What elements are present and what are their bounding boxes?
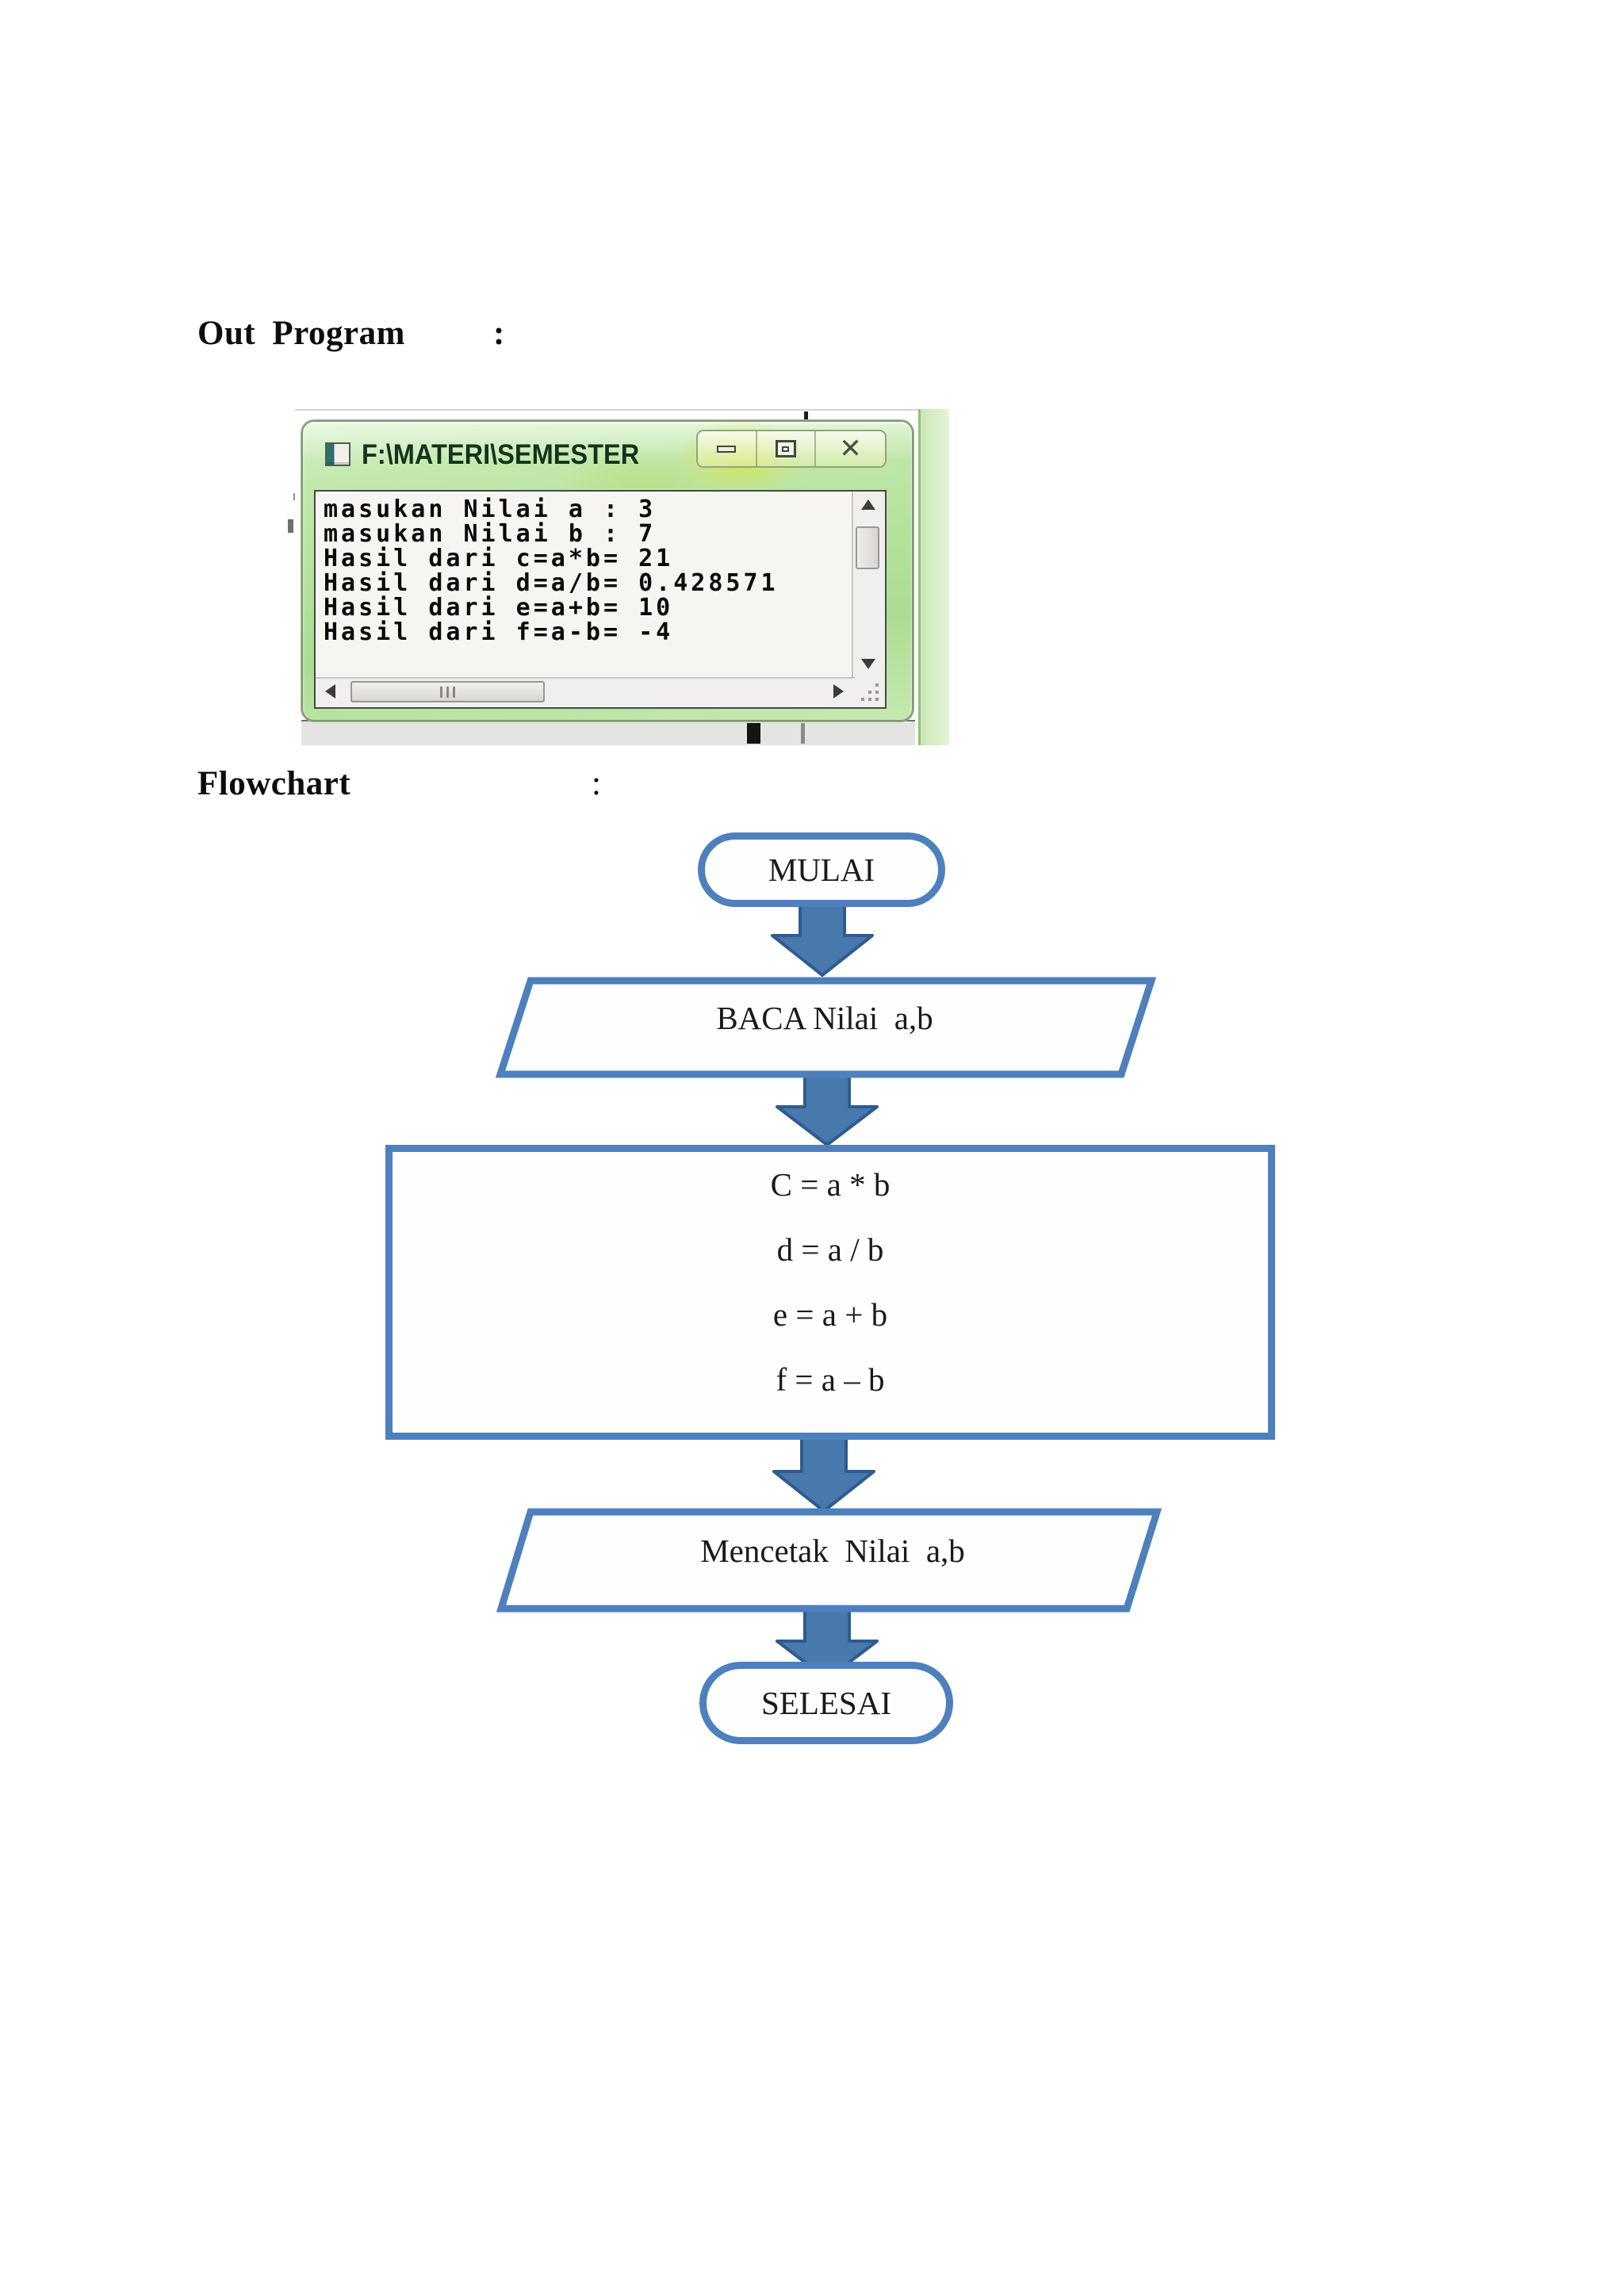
- down-arrow-icon: [861, 659, 875, 669]
- console-screenshot: F:\MATERI\SEMESTER ✕ masukan Nilai a : 3: [295, 409, 949, 745]
- horizontal-scrollbar[interactable]: [316, 677, 855, 707]
- right-arrow-icon: [833, 684, 844, 698]
- process-line: e = a + b: [772, 1296, 888, 1333]
- title-bar: F:\MATERI\SEMESTER ✕: [303, 422, 912, 488]
- flowchart-end-terminator: SELESAI: [699, 1662, 953, 1744]
- maximize-icon: [775, 440, 796, 457]
- flowchart-start-terminator: MULAI: [698, 832, 945, 907]
- console-output: masukan Nilai a : 3 masukan Nilai b : 7 …: [324, 497, 779, 645]
- artifact-mark: [801, 723, 805, 744]
- output-label: Mencetak Nilai a,b: [700, 1533, 965, 1569]
- console-output-area: masukan Nilai a : 3 masukan Nilai b : 7 …: [314, 490, 887, 709]
- up-arrow-icon: [861, 499, 875, 510]
- console-line: Hasil dari e=a+b= 10: [324, 594, 674, 622]
- artifact-mark: [288, 519, 293, 533]
- console-line: Hasil dari f=a-b= -4: [324, 618, 674, 646]
- console-line: Hasil dari d=a/b= 0.428571: [324, 569, 779, 597]
- maximize-button[interactable]: [757, 431, 816, 466]
- scroll-right-button[interactable]: [823, 680, 855, 704]
- screenshot-edge-strip: [918, 409, 949, 745]
- down-block-arrow: [771, 904, 874, 977]
- out-program-colon: :: [493, 315, 505, 352]
- start-label: MULAI: [768, 851, 875, 888]
- scroll-down-button[interactable]: [853, 652, 883, 679]
- console-line: masukan Nilai a : 3: [324, 496, 657, 523]
- close-icon: ✕: [839, 433, 862, 465]
- console-line: masukan Nilai b : 7: [324, 520, 657, 548]
- scroll-left-button[interactable]: [317, 680, 344, 704]
- artifact-mark: [747, 723, 760, 744]
- window-icon: [325, 442, 350, 466]
- artifact-line: [295, 409, 947, 411]
- out-program-heading: Out Program: [197, 315, 405, 352]
- console-window: F:\MATERI\SEMESTER ✕ masukan Nilai a : 3: [301, 420, 914, 721]
- window-controls: ✕: [696, 430, 887, 468]
- resize-grip-icon: [875, 698, 879, 701]
- process-line: f = a – b: [776, 1361, 885, 1398]
- io-parallelogram-mencetak: [496, 1508, 1162, 1613]
- close-button[interactable]: ✕: [816, 431, 885, 466]
- input-label: BACA Nilai a,b: [716, 1000, 933, 1036]
- process-line: C = a * b: [770, 1166, 891, 1203]
- down-block-arrow: [772, 1433, 875, 1513]
- flowchart-colon: :: [592, 765, 601, 802]
- flowchart-heading: Flowchart: [197, 765, 351, 802]
- vertical-scroll-thumb[interactable]: [856, 526, 879, 569]
- end-label: SELESAI: [761, 1685, 891, 1721]
- vertical-scrollbar[interactable]: [852, 492, 885, 679]
- resize-corner[interactable]: [855, 679, 885, 707]
- horizontal-scroll-thumb[interactable]: [350, 681, 545, 702]
- minimize-icon: [717, 445, 737, 453]
- left-arrow-icon: [325, 684, 335, 698]
- io-parallelogram-baca: [495, 977, 1157, 1078]
- scroll-up-button[interactable]: [853, 492, 883, 519]
- console-line: Hasil dari c=a*b= 21: [324, 545, 674, 572]
- down-block-arrow: [776, 1070, 879, 1146]
- process-lines: C = a * b d = a / b e = a + b f = a – b: [393, 1152, 1268, 1412]
- flowchart-process-box: C = a * b d = a / b e = a + b f = a – b: [385, 1145, 1275, 1440]
- minimize-button[interactable]: [698, 431, 757, 466]
- process-line: d = a / b: [776, 1231, 884, 1268]
- window-title: F:\MATERI\SEMESTER: [362, 439, 640, 470]
